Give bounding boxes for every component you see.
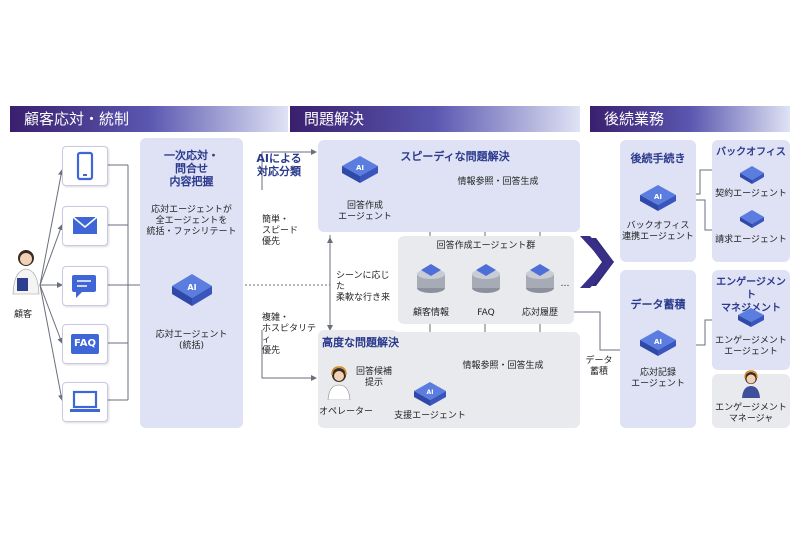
svg-text:AI: AI	[654, 193, 662, 201]
agent-group-title: 回答作成エージェント群	[436, 241, 536, 251]
speedy-ref-top: 情報参照・回答生成	[438, 177, 558, 188]
backoffice-panel	[712, 140, 790, 262]
data-side-label: データ 蓄積	[585, 356, 613, 377]
chat-icon	[72, 275, 96, 298]
ai-chip-icon	[738, 164, 766, 186]
ai-chip-icon: AI	[340, 150, 380, 188]
engagement-agent-label: エンゲージメント エージェント	[715, 336, 787, 357]
header-customer-section: 顧客応対・統制	[10, 106, 288, 132]
first-response-desc: 応対エージェントが 全エージェントを 統括・ファシリテート	[146, 205, 237, 237]
database-icon	[470, 262, 502, 296]
speedy-title: スピーディな問題解決	[400, 150, 510, 163]
first-response-title: 一次応対・ 問合せ 内容把握	[164, 149, 219, 188]
ai-classification-simple: 簡単・ スピード 優先	[262, 215, 299, 247]
advanced-support-agent: 支援エージェント	[394, 411, 466, 421]
ai-chip-icon: AI	[412, 378, 448, 410]
advanced-suggest: 回答候補 提示	[355, 367, 392, 388]
faq-icon: FAQ	[71, 334, 99, 354]
advanced-operator: オペレーター	[318, 407, 373, 417]
ai-chip-icon	[738, 208, 766, 230]
agent-group-ellipsis: …	[560, 279, 570, 289]
agent-group-item-customer-info: 顧客情報	[412, 308, 449, 318]
channel-mail[interactable]	[62, 206, 108, 246]
first-response-agent-label: 応対エージェント (統括)	[155, 330, 228, 351]
customer-label: 顧客	[13, 310, 32, 320]
customer-person-icon	[10, 248, 42, 296]
ai-chip-icon	[736, 305, 766, 331]
svg-text:AI: AI	[187, 283, 196, 292]
advanced-ref-bottom: 情報参照・回答生成	[462, 361, 544, 371]
ai-classification-flexible: シーンに応じた 柔軟な行き来	[336, 271, 391, 303]
backoffice-billing-agent: 請求エージェント	[715, 235, 787, 245]
svg-text:AI: AI	[427, 389, 434, 396]
manager-label: エンゲージメント マネージャ	[715, 403, 787, 424]
followup-agent-label: バックオフィス 連携エージェント	[622, 221, 694, 242]
channel-laptop[interactable]	[62, 382, 108, 422]
ai-classification-complex: 複雑・ ホスピタリティ 優先	[262, 313, 317, 356]
backoffice-title: バックオフィス	[716, 147, 786, 158]
header-problem-section: 問題解決	[290, 106, 580, 132]
ai-chip-icon: AI	[638, 180, 678, 216]
svg-text:AI: AI	[654, 338, 662, 346]
database-icon	[415, 262, 447, 296]
operator-headset-icon	[326, 366, 352, 401]
data-agent-label: 応対記録 エージェント	[631, 368, 685, 389]
ai-chip-icon: AI	[170, 270, 214, 310]
agent-group-item-faq: FAQ	[477, 308, 495, 318]
ai-classification-title: AIによる 対応分類	[256, 152, 302, 178]
channel-chat[interactable]	[62, 266, 108, 306]
channel-phone[interactable]	[62, 146, 108, 186]
ai-chip-icon: AI	[638, 325, 678, 361]
mail-icon	[72, 216, 98, 234]
channel-faq[interactable]: FAQ	[62, 324, 108, 364]
advanced-title: 高度な問題解決	[322, 336, 399, 349]
phone-icon	[76, 151, 94, 181]
database-icon	[524, 262, 556, 296]
manager-headset-icon	[740, 370, 762, 398]
laptop-icon	[70, 390, 100, 412]
backoffice-contract-agent: 契約エージェント	[715, 189, 787, 199]
data-title: データ蓄積	[630, 298, 686, 311]
agent-group-item-history: 応対履歴	[521, 308, 558, 318]
header-followup-section: 後続業務	[590, 106, 790, 132]
svg-text:AI: AI	[356, 164, 364, 172]
followup-title: 後続手続き	[630, 152, 686, 165]
speedy-agent-label: 回答作成 エージェント	[338, 201, 392, 222]
